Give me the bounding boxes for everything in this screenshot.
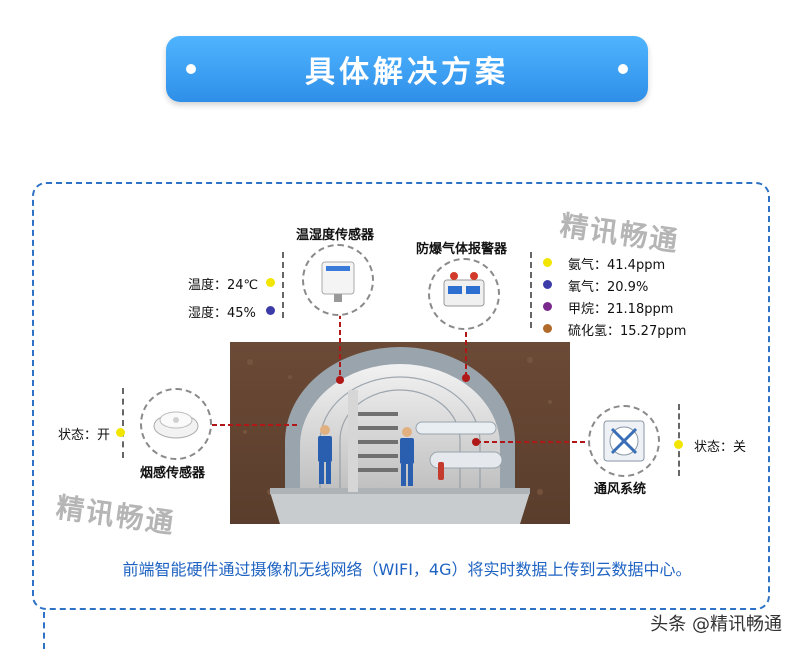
bullet-icon (186, 64, 196, 74)
humidity-reading: 湿度：45% (188, 306, 256, 321)
gas-alarm-sensor (428, 258, 500, 330)
tunnel-scene (230, 342, 570, 524)
smoke-sensor-name: 烟感传感器 (140, 466, 206, 481)
gas-readings-divider (530, 252, 532, 328)
temp-humidity-sensor-name: 温湿度传感器 (296, 228, 375, 243)
temp-humidity-sensor-icon (321, 261, 355, 302)
caption: 前端智能硬件通过摄像机无线网络（WIFI，4G）将实时数据上传到云数据中心。 (122, 560, 692, 579)
smoke-sensor (140, 388, 212, 460)
hydrogen-sulfide-reading: 硫化氢：15.27ppm (568, 324, 687, 339)
temp-humidity-divider (282, 252, 284, 318)
smoke-status-dot (116, 428, 125, 437)
smoke-divider (122, 388, 124, 458)
ventilation-name: 通风系统 (594, 482, 647, 497)
oxygen-dot (543, 280, 552, 289)
gas-alarm-icon (443, 272, 485, 307)
frame-connector (43, 612, 45, 649)
ammonia-dot (543, 258, 552, 267)
temperature-dot (266, 278, 275, 287)
hydrogen-sulfide-dot (543, 324, 552, 333)
methane-reading: 甲烷：21.18ppm (568, 302, 674, 317)
gas-alarm-name: 防爆气体报警器 (416, 242, 508, 257)
smoke-status: 状态：开 (58, 428, 111, 443)
ammonia-reading: 氨气：41.4ppm (568, 258, 666, 273)
ventilation-status: 状态：关 (694, 440, 747, 455)
ventilation-system (588, 405, 660, 477)
bullet-icon (618, 64, 628, 74)
title-banner: 具体解决方案 (166, 36, 648, 102)
temperature-reading: 温度：24℃ (188, 278, 259, 293)
humidity-dot (266, 306, 275, 315)
oxygen-reading: 氧气：20.9% (568, 280, 649, 295)
fan-icon (603, 420, 645, 462)
smoke-detector-icon (153, 411, 199, 439)
diagram-frame (32, 182, 770, 610)
footer-credit: 头条 @精讯畅通 (650, 614, 782, 635)
temp-humidity-sensor (302, 244, 374, 316)
page-title: 具体解决方案 (305, 55, 509, 90)
methane-dot (543, 302, 552, 311)
ventilation-status-dot (674, 440, 683, 449)
